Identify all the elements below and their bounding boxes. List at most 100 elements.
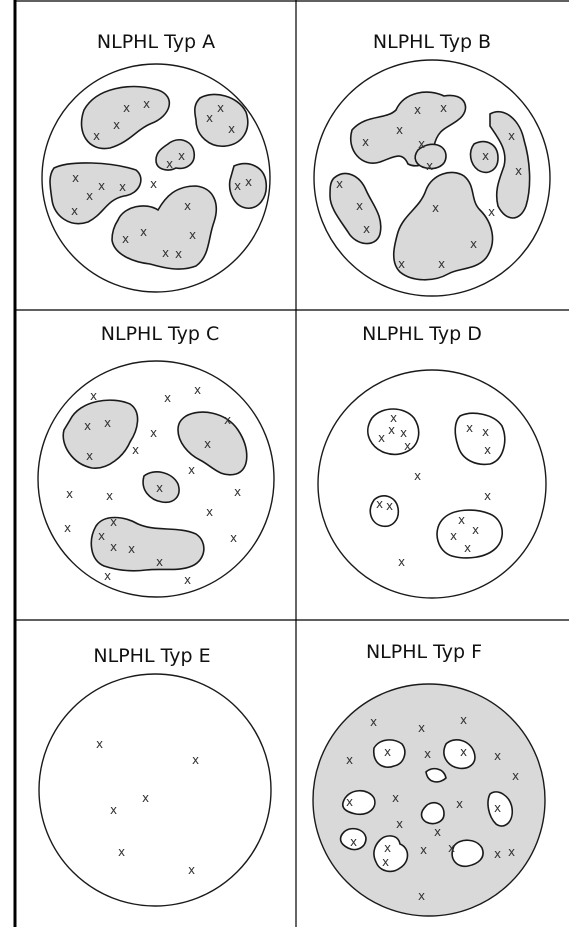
cell-marker: x [150,177,157,191]
cell-marker: x [128,542,135,556]
cell-marker: x [64,521,71,535]
cell-marker: x [488,205,495,219]
cell-marker: x [460,745,467,759]
cell-marker: x [482,425,489,439]
cell-marker: x [515,164,522,178]
cell-marker: x [245,175,252,189]
cell-marker: x [418,137,425,151]
panel-typ-c: NLPHL Typ C x x x x x x x x x x x x x x … [38,323,274,597]
cell-marker: x [119,180,126,194]
cell-marker: x [118,845,125,859]
cell-marker: x [122,232,129,246]
cell-marker: x [384,745,391,759]
cell-marker: x [458,513,465,527]
cell-marker: x [224,413,231,427]
cell-marker: x [482,149,489,163]
cell-marker: x [234,485,241,499]
cell-marker: x [472,523,479,537]
cell-marker: x [418,889,425,903]
cell-marker: x [96,737,103,751]
panel-title-a: NLPHL Typ A [97,31,215,53]
cell-marker: x [512,769,519,783]
cell-marker: x [98,179,105,193]
cell-marker: x [123,101,130,115]
cell-marker: x [206,111,213,125]
cell-marker: x [90,389,97,403]
cell-marker: x [432,201,439,215]
cell-marker: x [110,540,117,554]
cell-marker: x [66,487,73,501]
cell-marker: x [356,199,363,213]
cell-marker: x [217,101,224,115]
cell-marker: x [460,713,467,727]
cell-marker: x [175,247,182,261]
cell-marker: x [110,515,117,529]
cell-marker: x [106,489,113,503]
cell-marker: x [234,179,241,193]
cell-marker: x [508,845,515,859]
cell-marker: x [71,204,78,218]
cell-marker: x [438,257,445,271]
cell-marker: x [72,171,79,185]
cell-marker: x [382,855,389,869]
cell-marker: x [164,391,171,405]
cell-marker: x [104,569,111,583]
cell-marker: x [230,531,237,545]
cell-marker: x [188,463,195,477]
cell-marker: x [384,841,391,855]
panel-typ-b: NLPHL Typ B x x x x x x x x x x x x x x … [314,31,550,296]
cell-marker: x [142,791,149,805]
cell-marker: x [440,101,447,115]
cell-marker: x [192,753,199,767]
cell-marker: x [426,159,433,173]
cell-marker: x [508,129,515,143]
cell-marker: x [466,421,473,435]
cell-marker: x [184,573,191,587]
cell-marker: x [404,439,411,453]
cell-marker: x [162,246,169,260]
cell-marker: x [336,177,343,191]
cell-marker: x [228,122,235,136]
cell-marker: x [398,257,405,271]
cell-marker: x [396,817,403,831]
cell-marker: x [484,443,491,457]
cell-marker: x [392,791,399,805]
cell-marker: x [424,747,431,761]
nodule [370,496,398,526]
panel-typ-f: NLPHL Typ F x x x x x x x x x x x x x x … [313,641,545,916]
cell-marker: x [156,481,163,495]
cell-marker: x [414,469,421,483]
cell-marker: x [113,118,120,132]
cell-marker: x [184,199,191,213]
panel-title-e: NLPHL Typ E [93,645,210,667]
interfollicular-hole [452,840,483,866]
cell-marker: x [156,555,163,569]
cell-marker: x [448,841,455,855]
cell-marker: x [110,803,117,817]
section-circle-e [39,674,271,906]
panel-title-b: NLPHL Typ B [373,31,491,53]
cell-marker: x [363,222,370,236]
panel-typ-a: NLPHL Typ A x x x x x x x x x x x x x x … [42,31,270,292]
cell-marker: x [150,426,157,440]
panel-typ-d: NLPHL Typ D x x x x x x x x x x x x x x … [318,323,546,598]
cell-marker: x [456,797,463,811]
cell-marker: x [104,416,111,430]
cell-marker: x [350,835,357,849]
cell-marker: x [140,225,147,239]
cell-marker: x [346,795,353,809]
cell-marker: x [378,431,385,445]
cell-marker: x [420,843,427,857]
cell-marker: x [178,149,185,163]
cell-marker: x [188,863,195,877]
cell-marker: x [84,419,91,433]
cell-marker: x [194,383,201,397]
cell-marker: x [494,749,501,763]
cell-marker: x [132,443,139,457]
cell-marker: x [346,753,353,767]
cell-marker: x [189,228,196,242]
section-circle-d [318,370,546,598]
cell-marker: x [418,721,425,735]
panel-title-d: NLPHL Typ D [362,323,482,345]
